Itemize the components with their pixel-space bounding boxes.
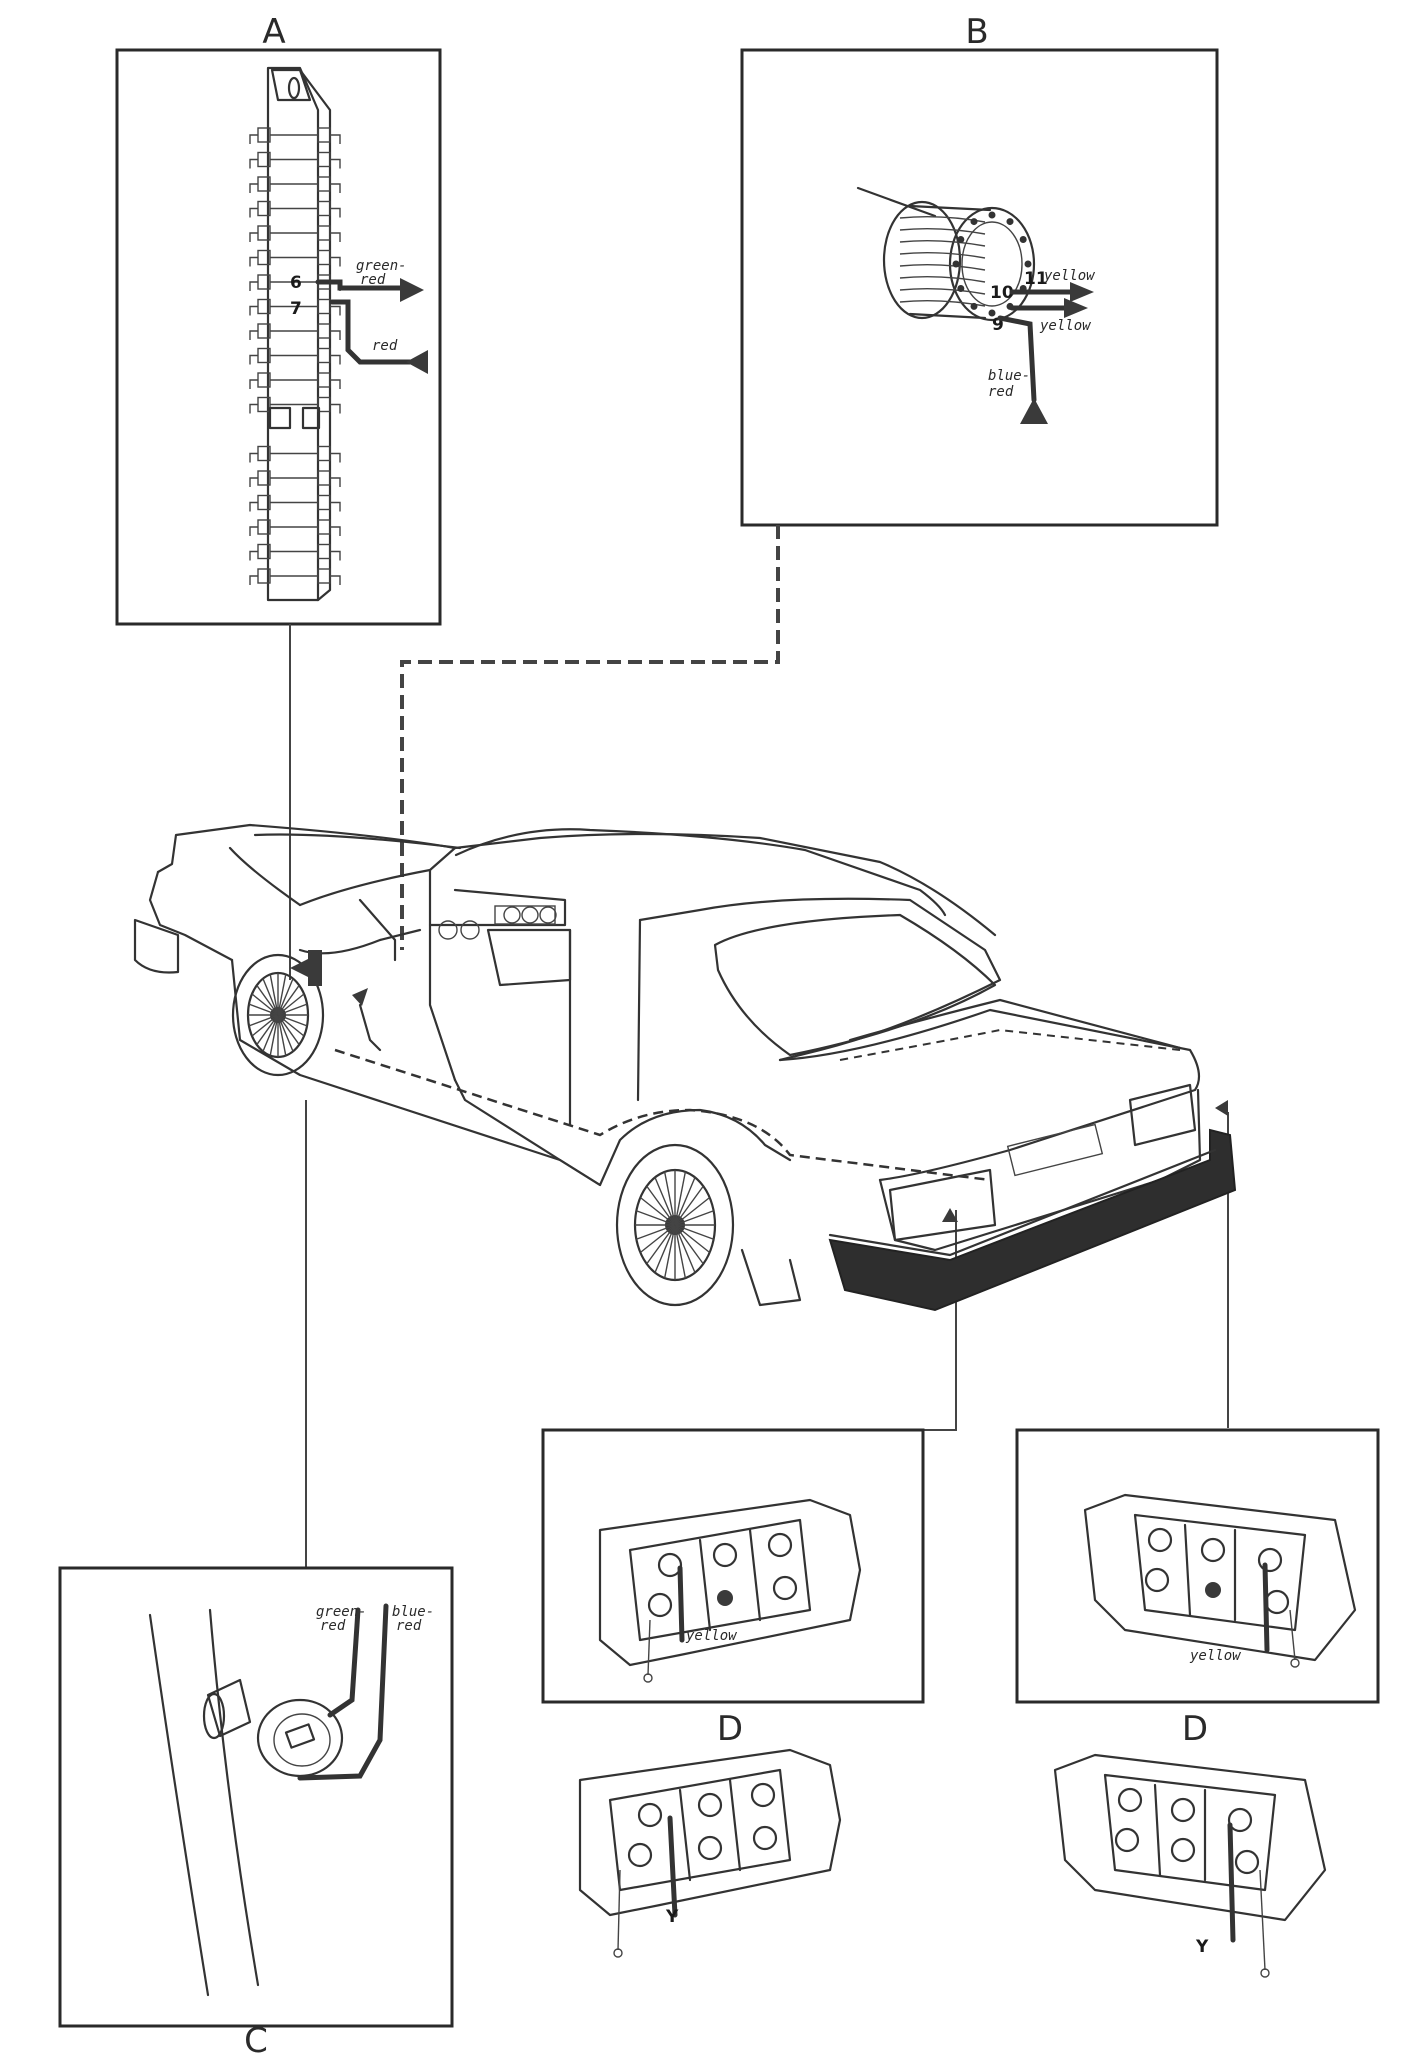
panel-b-letter: B (965, 12, 988, 52)
blue-red-label-b-1: blue- (988, 368, 1030, 384)
panel-d-letter-right: D (1182, 1709, 1208, 1749)
panel-d-upper-right: yellow (1015, 1428, 1380, 1704)
panel-a-frame (115, 48, 442, 626)
yellow-label-d-upper-left: yellow (685, 1628, 737, 1644)
green-red-label-c-2: red (320, 1618, 346, 1634)
blue-red-label-c-2: red (396, 1618, 422, 1634)
panel-b: B 10 11 9 yellow yellow blue- red (740, 12, 1219, 527)
leader-lines (289, 525, 1229, 1568)
blue-red-label-b-2: red (988, 384, 1014, 400)
green-red-wire-a (315, 279, 403, 291)
panel-a-letter: A (262, 12, 285, 52)
red-label-a: red (372, 338, 398, 354)
panel-c-letter: C (244, 2021, 268, 2057)
yellow-label-b-1: yellow (1043, 268, 1095, 284)
green-red-label-c-1: green- (316, 1604, 367, 1620)
green-red-arrow-a (400, 278, 424, 302)
y-label-d-lower-right: Y (1195, 1937, 1209, 1957)
pin-6-label: 6 (290, 273, 302, 293)
green-red-label-a-2: red (360, 272, 386, 288)
panel-c-frame (58, 1566, 454, 2028)
pin-10-label: 10 (990, 283, 1014, 303)
connector-block (249, 66, 341, 602)
green-red-wire-c (327, 1607, 361, 1718)
red-wire-a (329, 299, 413, 365)
connector-terminals (249, 127, 341, 585)
panel-d-letter-left: D (717, 1709, 743, 1749)
yellow-label-d-upper-right: yellow (1189, 1648, 1241, 1664)
panel-d-upper-left: yellow (541, 1428, 925, 1704)
blue-red-label-c-1: blue- (392, 1604, 434, 1620)
panel-a: A 6 7 green- red red (115, 12, 442, 626)
panel-d-lower-left: D Y (578, 1709, 842, 1958)
panel-c: C green- red blue- red (58, 1566, 454, 2057)
car-illustration (133, 823, 1237, 1312)
yellow-label-b-2: yellow (1039, 318, 1091, 334)
blue-red-wire-b (997, 315, 1037, 403)
panel-d-lower-right: D Y (1053, 1709, 1327, 1978)
panel-b-frame (740, 48, 1219, 527)
pin-9-label: 9 (992, 315, 1004, 335)
switch-body (856, 186, 1036, 322)
pin-7-label: 7 (290, 299, 302, 319)
green-red-label-a-1: green- (356, 258, 407, 274)
y-label-d-lower-left: Y (665, 1907, 679, 1927)
red-arrow-a (406, 350, 428, 374)
blue-red-wire-c (297, 1603, 389, 1781)
pin-11-label: 11 (1024, 269, 1048, 289)
